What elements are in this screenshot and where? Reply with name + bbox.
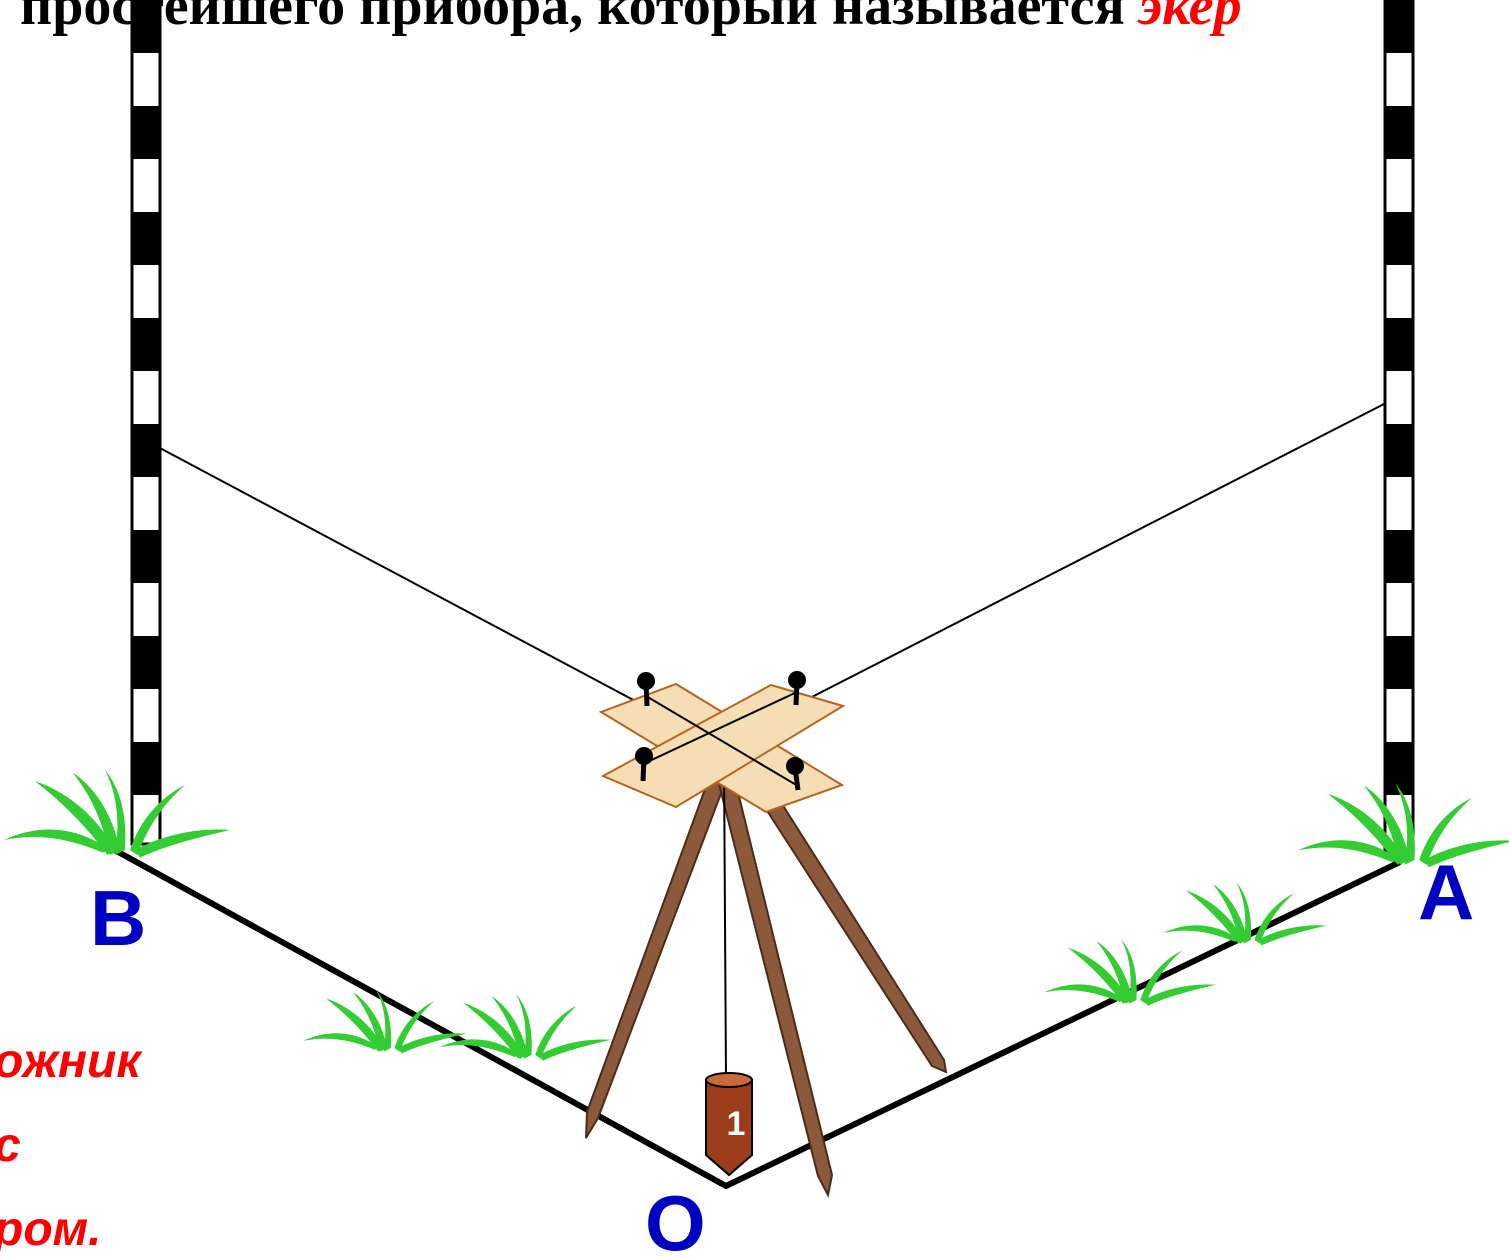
point-label-b: В bbox=[90, 874, 147, 962]
sighting-pins bbox=[635, 671, 806, 791]
eker-cross-boards bbox=[598, 682, 846, 814]
point-label-a: А bbox=[1418, 848, 1475, 936]
title-text: простейшего прибора, который называется bbox=[20, 0, 1139, 37]
sight-line-left bbox=[157, 446, 719, 746]
sight-line-right bbox=[717, 402, 1387, 746]
pole-left bbox=[130, 0, 162, 846]
slide-title: простейшего прибора, который называется … bbox=[20, 0, 1509, 38]
peg-number: 1 bbox=[727, 1105, 746, 1143]
tripod bbox=[585, 764, 948, 1198]
side-note-line-3: ром. bbox=[0, 1203, 102, 1256]
side-note-line-1: ожник bbox=[0, 1035, 141, 1088]
pole-right bbox=[1383, 0, 1415, 857]
plumb-line bbox=[723, 759, 727, 1081]
title-accent-word: экер bbox=[1138, 0, 1242, 37]
ground-lines bbox=[98, 839, 1402, 1190]
side-note: ожник с ром. bbox=[0, 1020, 141, 1259]
side-note-line-2: с bbox=[0, 1104, 141, 1188]
point-label-o: О bbox=[645, 1179, 706, 1259]
peg-1: 1 bbox=[705, 1072, 753, 1177]
